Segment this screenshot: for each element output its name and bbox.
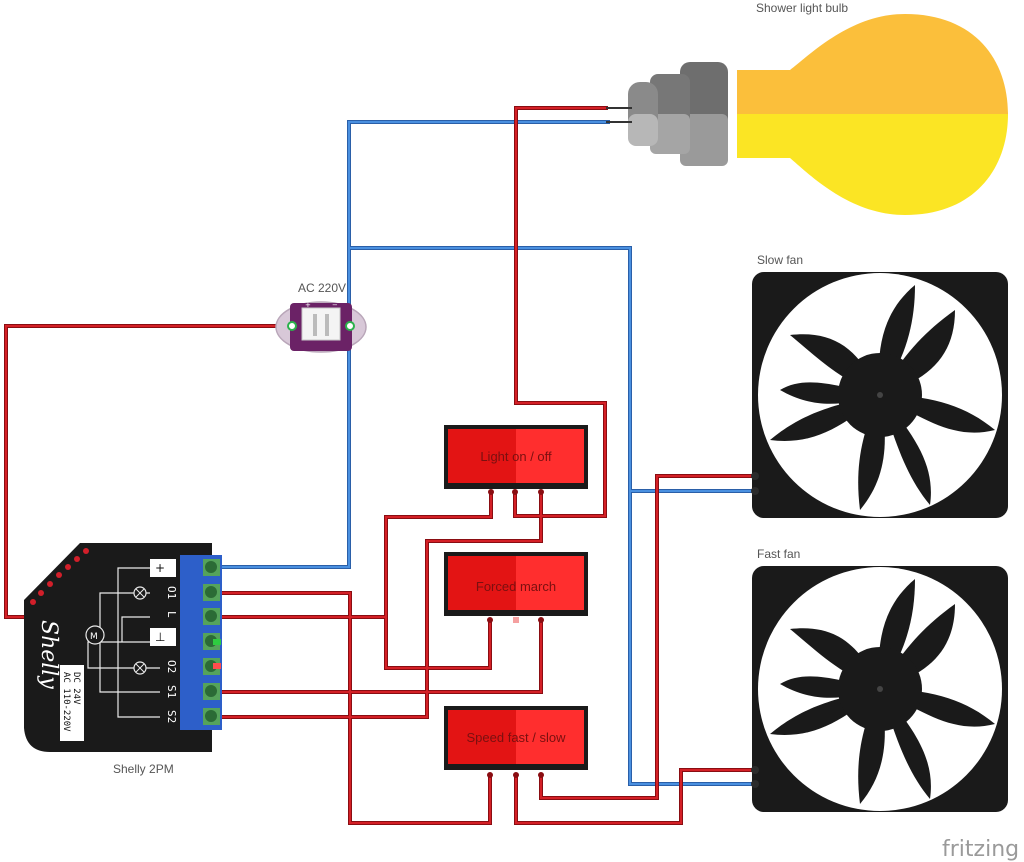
wire-l-forced	[384, 615, 492, 670]
fritzing-watermark: fritzing	[942, 837, 1019, 862]
switch-speed-label: Speed fast / slow	[467, 730, 567, 745]
svg-text:S1: S1	[165, 685, 178, 698]
fast-fan-label: Fast fan	[757, 547, 800, 561]
switch-speed[interactable]: Speed fast / slow	[444, 706, 588, 778]
switch-light-label: Light on / off	[480, 449, 552, 464]
svg-text:O2: O2	[165, 660, 178, 673]
shower-light-bulb: Shower light bulb	[606, 1, 1008, 215]
ac-220v-connector: AC 220V + −	[275, 281, 367, 353]
shelly-leds	[30, 548, 89, 605]
shelly-logo: Shelly	[36, 620, 61, 689]
switch-forced-label: Forced march	[476, 579, 556, 594]
svg-text:+: +	[155, 561, 165, 575]
svg-text:N: N	[165, 562, 178, 569]
svg-text:⊥: ⊥	[155, 630, 165, 644]
svg-text:+: +	[305, 301, 311, 309]
shelly-voltage-ac: AC 110-220V	[61, 672, 71, 732]
switch-forced[interactable]: Forced march	[444, 552, 588, 623]
svg-text:O1: O1	[165, 586, 178, 599]
svg-text:S2: S2	[165, 710, 178, 723]
ac-pin-live	[287, 321, 297, 331]
ac-pin-neutral	[345, 321, 355, 331]
wire-neutral-bulb	[210, 120, 610, 569]
fast-fan: Fast fan	[751, 547, 1008, 812]
slow-fan-label: Slow fan	[757, 253, 803, 267]
bulb-glass-bottom	[737, 114, 1008, 215]
wires	[4, 106, 757, 825]
shelly-label: Shelly 2PM	[113, 762, 174, 776]
shelly-2pm: Shelly M + ⊥ AC 110-220V DC 24V N O1 L	[24, 543, 222, 776]
shelly-screws	[203, 559, 220, 725]
bulb-label: Shower light bulb	[756, 1, 848, 15]
slow-fan: Slow fan	[751, 253, 1008, 518]
ac-label: AC 220V	[298, 281, 346, 295]
bulb-glass-top	[737, 14, 1008, 114]
switch-light[interactable]: Light on / off	[444, 425, 588, 495]
svg-text:M: M	[90, 632, 98, 642]
svg-text:L: L	[165, 611, 178, 618]
shelly-voltage-dc: DC 24V	[71, 672, 81, 705]
svg-text:−: −	[332, 301, 338, 309]
shelly-terminal-labels: N O1 L O2 S1 S2	[165, 562, 178, 723]
